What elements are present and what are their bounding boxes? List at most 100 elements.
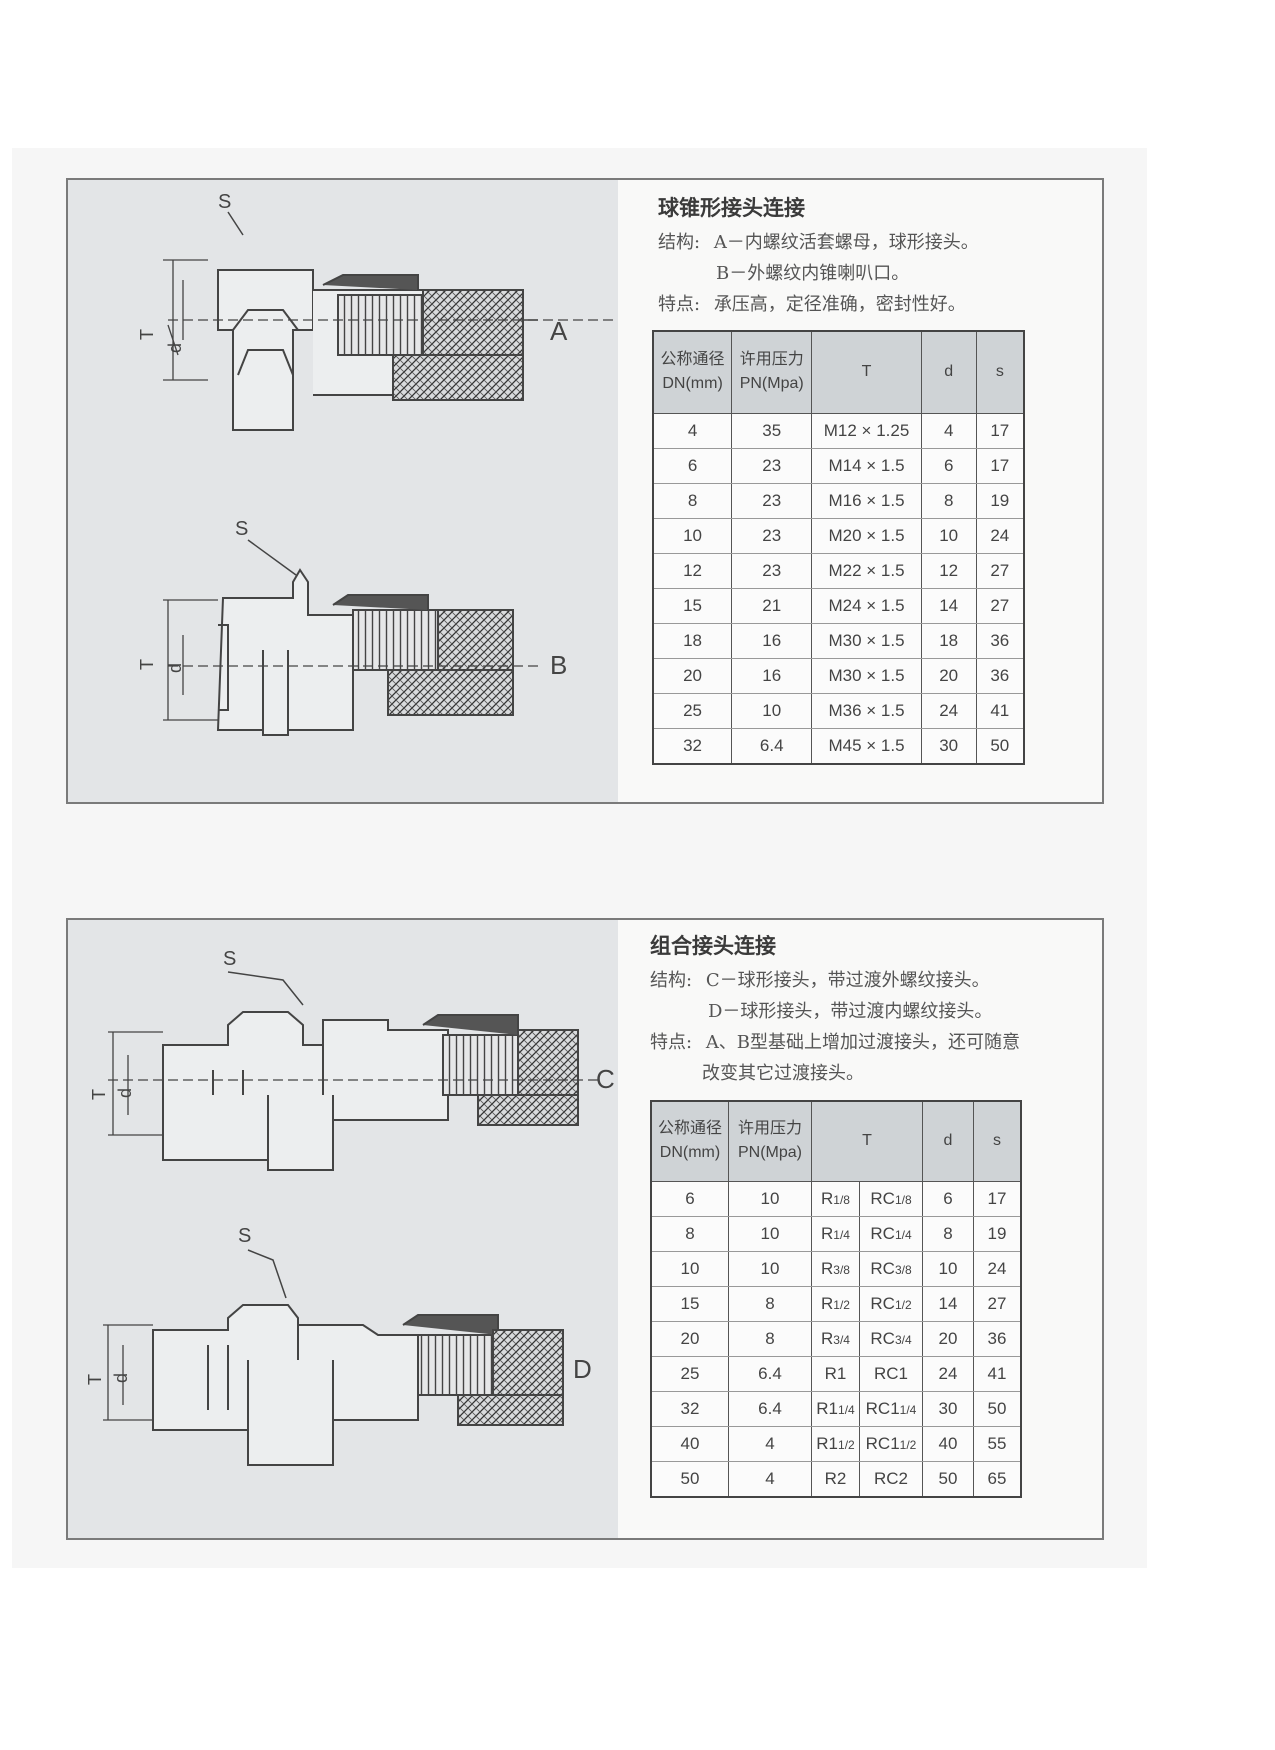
table-cell-dn: 10 [650, 1251, 729, 1287]
table-cell-d: 30 [920, 728, 977, 764]
fitting-drawing-c [108, 1011, 598, 1171]
table-cell-d: 24 [922, 1356, 974, 1392]
section1-structure-b: B－外螺纹内锥喇叭口。 [716, 263, 910, 284]
table-cell-s: 27 [975, 588, 1025, 624]
drawing-b-t-label: T [137, 659, 157, 670]
col-header-d: d [922, 1100, 974, 1182]
table-cell-d: 6 [920, 448, 977, 484]
thread-code: RC [870, 1223, 895, 1243]
table-cell-dn: 12 [652, 553, 733, 589]
table-cell-s: 17 [975, 413, 1025, 449]
table-cell-d: 14 [920, 588, 977, 624]
col-header-dn: 公称通径 DN(mm) [652, 330, 733, 414]
thread-code: R1 [816, 1398, 839, 1418]
table-cell-thread-r: R11/4 [811, 1391, 860, 1427]
thread-size: 1/4 [833, 1227, 850, 1242]
thread-code: RC [870, 1328, 895, 1348]
table-cell-d: 20 [920, 658, 977, 694]
section1-structure-a: 结构: A－内螺纹活套螺母，球形接头。 [658, 228, 979, 254]
thread-code: R [821, 1223, 834, 1243]
col-header-s: s [975, 330, 1025, 414]
table-cell-t: M36 × 1.5 [811, 693, 922, 729]
table-cell-pn: 10 [731, 693, 813, 729]
table-cell-dn: 32 [650, 1391, 729, 1427]
table-cell-dn: 8 [650, 1216, 729, 1252]
section1-features: 特点: 承压高，定径准确，密封性好。 [658, 290, 966, 316]
table-cell-pn: 4 [728, 1461, 812, 1497]
table-cell-dn: 18 [652, 623, 733, 659]
table-cell-d: 14 [922, 1286, 974, 1322]
table-cell-d: 18 [920, 623, 977, 659]
table-cell-pn: 8 [728, 1286, 812, 1322]
drawing-a-t-label: T [137, 329, 157, 340]
table-cell-s: 50 [975, 728, 1025, 764]
section2-features: 特点: A、B型基础上增加过渡接头，还可随意 [650, 1028, 1020, 1054]
table-cell-s: 65 [973, 1461, 1022, 1497]
table-cell-pn: 23 [731, 518, 813, 554]
thread-code: RC [870, 1293, 895, 1313]
table-cell-thread-r: R1/4 [811, 1216, 860, 1252]
thread-size: 1/8 [833, 1192, 850, 1207]
table-cell-s: 19 [973, 1216, 1022, 1252]
table-cell-pn: 6.4 [728, 1356, 812, 1392]
technical-drawings-cd: S T d C S T d D [68, 920, 618, 1538]
table-cell-d: 8 [922, 1216, 974, 1252]
table-cell-dn: 25 [652, 693, 733, 729]
thread-size: 1/4 [899, 1402, 917, 1417]
table-cell-thread-rc: RC1/2 [859, 1286, 923, 1322]
table-cell-s: 17 [975, 448, 1025, 484]
drawing-a-d-label: d [165, 343, 185, 353]
table-cell-s: 41 [975, 693, 1025, 729]
table-cell-t: M22 × 1.5 [811, 553, 922, 589]
feature-text-line1: A、B型基础上增加过渡接头，还可随意 [705, 1032, 1021, 1053]
table-cell-pn: 6.4 [731, 728, 813, 764]
thread-size: 1/8 [894, 1192, 912, 1207]
table-cell-thread-rc: RC11/2 [859, 1426, 923, 1462]
table-cell-pn: 16 [731, 623, 813, 659]
table-cell-pn: 8 [728, 1321, 812, 1357]
section2-title: 组合接头连接 [650, 934, 776, 958]
table-cell-s: 24 [975, 518, 1025, 554]
table-cell-t: M45 × 1.5 [811, 728, 922, 764]
table-cell-thread-r: R1/2 [811, 1286, 860, 1322]
thread-code: R2 [824, 1468, 847, 1488]
table-cell-dn: 10 [652, 518, 733, 554]
thread-size: 1/2 [899, 1437, 917, 1452]
thread-code: RC [870, 1188, 895, 1208]
col-header-dn: 公称通径 DN(mm) [650, 1100, 729, 1182]
thread-size: 1/4 [838, 1402, 855, 1417]
drawing-b-letter: B [550, 650, 567, 680]
table-cell-d: 10 [920, 518, 977, 554]
table-cell-pn: 23 [731, 448, 813, 484]
table-cell-s: 27 [973, 1286, 1022, 1322]
table-cell-thread-rc: RC1/4 [859, 1216, 923, 1252]
table-cell-thread-r: R3/8 [811, 1251, 860, 1287]
table-cell-dn: 25 [650, 1356, 729, 1392]
thread-code: RC1 [865, 1433, 900, 1453]
table-cell-pn: 16 [731, 658, 813, 694]
table-cell-pn: 10 [728, 1181, 812, 1217]
table-cell-pn: 10 [728, 1251, 812, 1287]
table-cell-d: 12 [920, 553, 977, 589]
thread-code: R [821, 1293, 834, 1313]
drawing-c-t-label: T [89, 1089, 109, 1100]
table-cell-t: M12 × 1.25 [811, 413, 922, 449]
thread-code: RC2 [873, 1468, 908, 1488]
table-cell-d: 40 [922, 1426, 974, 1462]
thread-code: R [821, 1258, 834, 1278]
table-cell-pn: 10 [728, 1216, 812, 1252]
table-cell-pn: 4 [728, 1426, 812, 1462]
table-cell-dn: 40 [650, 1426, 729, 1462]
drawing-d-t-label: T [85, 1374, 105, 1385]
section2-features-line2: 改变其它过渡接头。 [702, 1063, 864, 1084]
feature-text: 承压高，定径准确，密封性好。 [713, 294, 966, 315]
